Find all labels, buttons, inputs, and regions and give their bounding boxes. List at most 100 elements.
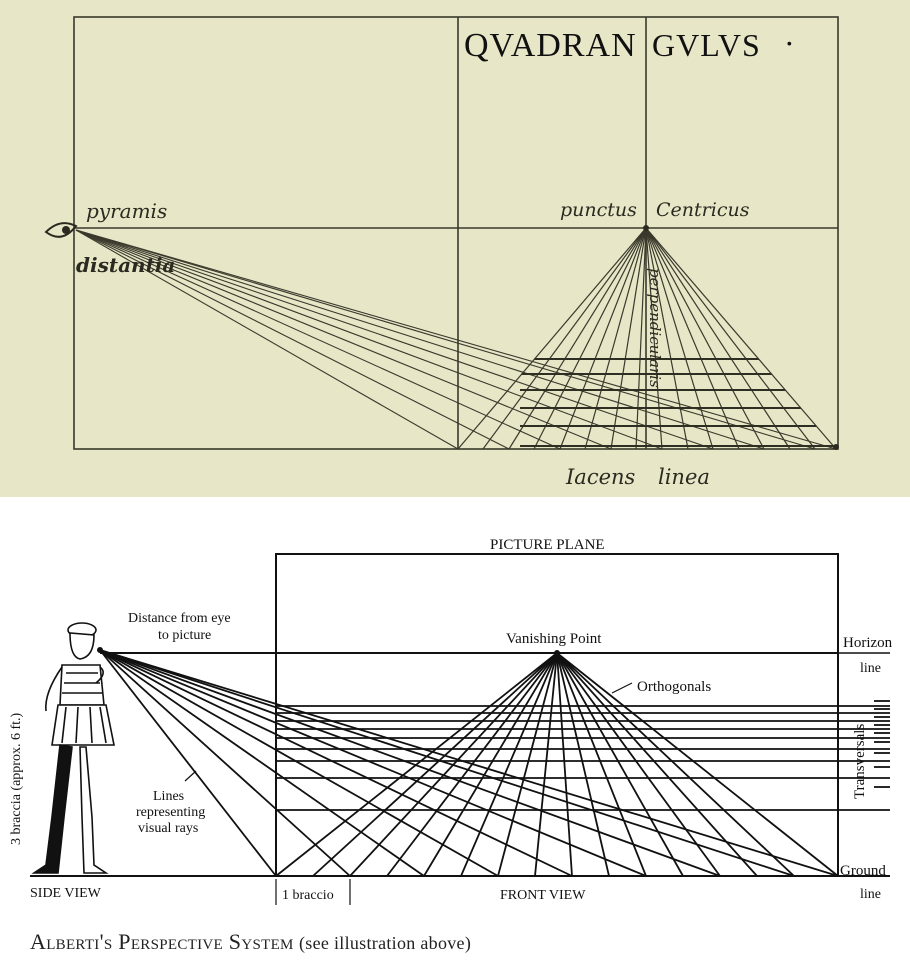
manuscript-orthogonal: [533, 227, 647, 450]
manuscript-orthogonals: [457, 227, 837, 450]
orthogonal-line: [556, 652, 647, 877]
label-perpendicularis: perpendicularis: [646, 268, 664, 388]
orthogonal-line: [534, 652, 558, 877]
eye-icon: [44, 222, 78, 238]
manuscript-orthogonal: [457, 227, 647, 450]
manuscript-ray: [75, 229, 837, 450]
vanishing-point-label: Vanishing Point: [506, 631, 602, 647]
manuscript-ray: [75, 229, 816, 450]
rays-label-line3: visual rays: [138, 821, 198, 836]
orthogonal-lines: [275, 652, 839, 877]
braccia-height-label: 3 braccia (approx. 6 ft.): [9, 713, 24, 845]
manuscript-orthogonal: [645, 227, 689, 450]
manuscript-orthogonal: [584, 227, 647, 450]
visual-ray-lines: [99, 649, 839, 877]
manuscript-ray: [75, 229, 561, 450]
rays-leader: [184, 770, 197, 782]
transversals-label: Transversals: [852, 724, 868, 799]
label-linea: linea: [658, 465, 710, 489]
label-distantia: distantia: [76, 253, 175, 277]
manuscript-drawing: QVADRAN GVLVS · pyramis distantia punctu…: [44, 16, 839, 489]
visual-ray-line: [99, 649, 839, 877]
rays-label-line2: representing: [136, 805, 205, 820]
orthogonal-line: [556, 652, 684, 877]
caption: Alberti's Perspective System (see illust…: [30, 929, 471, 955]
orthogonal-line: [556, 652, 839, 877]
visual-ray-line: [99, 649, 499, 877]
manuscript-rays: [75, 229, 837, 450]
caption-title: Alberti's Perspective System: [30, 929, 294, 954]
horizon-label-line2: line: [860, 661, 881, 676]
distance-label-line2: to picture: [158, 628, 211, 643]
orthogonals-label: Orthogonals: [637, 679, 711, 695]
manuscript-orthogonal: [645, 227, 837, 450]
manuscript-vanishing-point: [643, 225, 649, 231]
manuscript-orthogonal: [508, 227, 647, 450]
braccio-label: 1 braccio: [282, 888, 334, 903]
picture-plane-frame: [275, 553, 839, 877]
manuscript-orthogonal: [645, 227, 816, 450]
manuscript-corner-point: [833, 444, 839, 450]
label-punctus: punctus: [560, 199, 637, 221]
visual-ray-line: [99, 649, 277, 877]
orthogonal-line: [556, 652, 795, 877]
side-view-label: SIDE VIEW: [30, 886, 102, 901]
vanishing-point-dot: [554, 650, 560, 656]
manuscript-title-part2: GVLVS: [652, 27, 761, 63]
visual-ray-line: [99, 649, 647, 877]
visual-ray-line: [99, 649, 795, 877]
manuscript-ray: [75, 229, 663, 450]
label-iacens: Iacens: [565, 465, 636, 489]
orthogonal-line: [556, 652, 573, 877]
braccio-markers: [275, 879, 351, 905]
manuscript-ray: [75, 229, 510, 450]
manuscript-ray: [75, 229, 714, 450]
transversal-lines: [276, 705, 890, 811]
manuscript-orthogonal: [645, 227, 663, 450]
visual-ray-line: [99, 649, 721, 877]
transversal-ticks: [874, 700, 890, 788]
modern-diagram-panel: PICTURE PLANE Distance from eye to pictu…: [0, 497, 910, 969]
manuscript-orthogonal: [610, 227, 647, 450]
manuscript-title-part1: QVADRAN: [464, 27, 637, 64]
ground-label-line1: Ground: [840, 863, 886, 879]
manuscript-orthogonal: [645, 227, 765, 450]
orthogonal-line: [460, 652, 558, 877]
manuscript-orthogonal: [645, 227, 740, 450]
manuscript-frame: [73, 16, 839, 450]
rays-label-line1: Lines: [153, 789, 184, 804]
orthogonals-leader: [611, 682, 633, 694]
modern-drawing: PICTURE PLANE Distance from eye to pictu…: [9, 537, 893, 905]
front-view-label: FRONT VIEW: [500, 888, 586, 903]
manuscript-orthogonal: [645, 227, 791, 450]
distance-label-line1: Distance from eye: [128, 611, 231, 626]
manuscript-transversals: [520, 358, 834, 447]
manuscript-panel: QVADRAN GVLVS · pyramis distantia punctu…: [0, 0, 910, 497]
caption-note: (see illustration above): [298, 933, 472, 953]
orthogonal-line: [556, 652, 758, 877]
manuscript-title-dot: ·: [784, 25, 795, 61]
visual-ray-line: [99, 649, 573, 877]
visual-ray-line: [99, 649, 425, 877]
manuscript-orthogonal: [559, 227, 647, 450]
ground-label-line2: line: [860, 887, 881, 902]
orthogonal-line: [497, 652, 558, 877]
label-pyramis: pyramis: [86, 199, 167, 223]
picture-plane-label: PICTURE PLANE: [490, 537, 605, 553]
manuscript-ray: [75, 229, 765, 450]
manuscript-ray: [75, 229, 459, 450]
visual-ray-line: [99, 649, 351, 877]
manuscript-orthogonal: [645, 227, 714, 450]
orthogonal-line: [556, 652, 610, 877]
orthogonal-line: [556, 652, 721, 877]
orthogonal-line: [423, 652, 558, 877]
manuscript-orthogonal: [482, 227, 647, 450]
orthogonal-line: [312, 652, 558, 877]
label-centricus: Centricus: [656, 199, 750, 221]
horizon-label-line1: Horizon: [843, 635, 893, 651]
manuscript-ray: [75, 229, 612, 450]
eye-point: [97, 647, 103, 653]
man-figure: [31, 622, 115, 874]
manuscript-orthogonal: [635, 227, 647, 450]
